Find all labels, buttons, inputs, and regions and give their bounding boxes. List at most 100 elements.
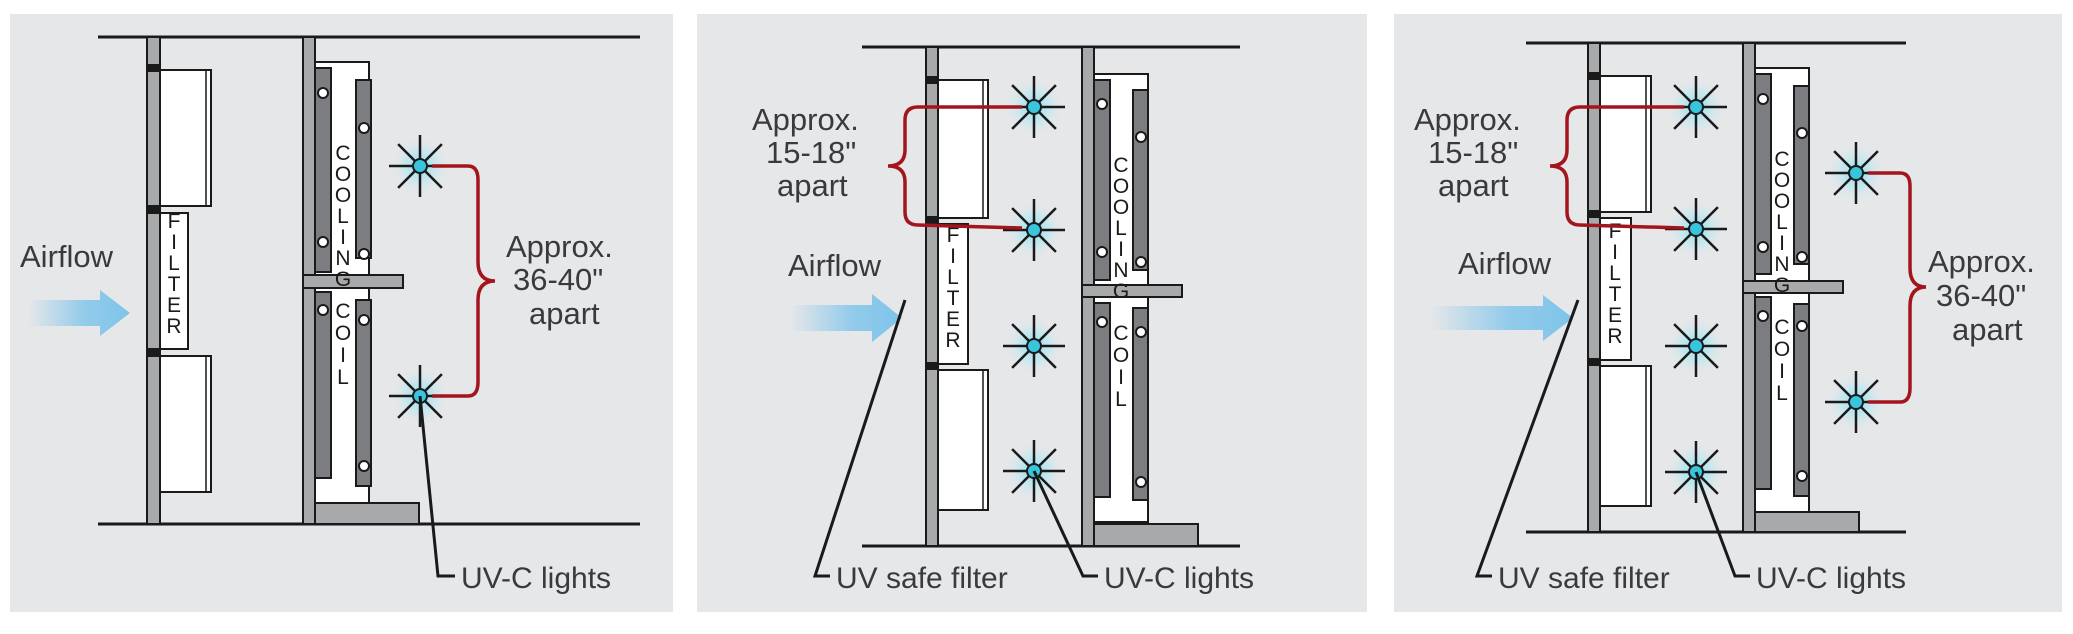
uv-light-bulb (412, 158, 428, 174)
filter-panel (937, 79, 989, 219)
uv-filter-label: UV safe filter (836, 562, 1008, 595)
airflow-arrow (28, 290, 130, 336)
coil-bolt (317, 236, 329, 248)
distance-label-line3: apart (529, 296, 600, 331)
uv-light (1003, 315, 1065, 377)
uv-filter-leader (812, 299, 907, 578)
drain-pipe (302, 274, 404, 289)
uv-light-bulb (1688, 221, 1704, 237)
filter-panel (1599, 217, 1632, 361)
uv-light (1825, 371, 1887, 433)
distance-bracket (1549, 105, 1685, 230)
uv-light (1825, 142, 1887, 204)
filter-clip (926, 216, 938, 224)
coil-bolt (1796, 251, 1808, 263)
distance-label-line3: apart (1952, 312, 2023, 347)
filter-panel (937, 223, 969, 365)
coil-slab-right (1132, 89, 1149, 271)
coil-slab-left (1754, 296, 1772, 490)
uv-lights-label: UV-C lights (461, 562, 611, 595)
coil-bolt (1096, 246, 1108, 258)
coil-slab-left (1093, 302, 1111, 498)
distance-label-line3: apart (777, 168, 848, 203)
filter-clip (147, 205, 160, 214)
distance-label-line2: 15-18" (766, 135, 856, 170)
coil-bolt (1135, 131, 1147, 143)
filter-panel (937, 369, 989, 511)
coil-bolt (358, 122, 370, 134)
distance-label-line1: Approx. (506, 229, 613, 264)
uv-light-bulb (1848, 165, 1864, 181)
coil-bolt (1796, 127, 1808, 139)
coil-bolt (1096, 316, 1108, 328)
uv-lights-label: UV-C lights (1756, 562, 1906, 595)
filter-clip (1588, 72, 1600, 80)
coil-bolt (1135, 256, 1147, 268)
distance-bracket (432, 164, 496, 398)
coil-bolt (358, 460, 370, 472)
coil-bolt (1796, 470, 1808, 482)
coil-bolt (358, 314, 370, 326)
filter-clip (926, 362, 938, 370)
drain-pipe (1081, 284, 1183, 298)
coil-slab-right (355, 79, 372, 259)
filter-clip (1588, 358, 1600, 366)
distance-label-line2: 36-40" (1936, 278, 2026, 313)
filter-clip (147, 348, 160, 357)
uv-light (1665, 198, 1727, 260)
filter-panel (159, 69, 212, 207)
coil-bolt (317, 87, 329, 99)
coil-bolt (1796, 320, 1808, 332)
coil-bolt (1135, 326, 1147, 338)
uv-light (1003, 199, 1065, 261)
uv-light-bulb (1688, 99, 1704, 115)
drain-pan (314, 502, 420, 525)
distance-label-line1: Approx. (1414, 102, 1521, 137)
filter-clip (926, 76, 938, 84)
coil-slab-right (1793, 303, 1810, 497)
drain-pan (1754, 511, 1860, 533)
uv-lights-label: UV-C lights (1104, 562, 1254, 595)
filter-panel (159, 355, 212, 493)
filter-panel (159, 212, 189, 350)
uv-lights-leader (418, 395, 455, 578)
filter-frame (925, 46, 939, 547)
coil-bolt (1757, 241, 1769, 253)
uv-light-bulb (1688, 338, 1704, 354)
airflow-label: Airflow (1458, 246, 1552, 281)
distance-bracket (1868, 171, 1927, 404)
airflow-label: Airflow (20, 239, 114, 274)
filter-frame (1587, 42, 1601, 533)
filter-clip (147, 64, 160, 72)
airflow-arrow (790, 294, 902, 342)
uv-filter-leader (1474, 299, 1580, 578)
coil-bolt (358, 248, 370, 260)
coil-slab-left (1754, 73, 1772, 275)
airflow-label: Airflow (788, 248, 882, 283)
uv-light (389, 135, 451, 197)
coil-bolt (1757, 310, 1769, 322)
coil-bolt (1135, 476, 1147, 488)
distance-label-line3: apart (1438, 168, 1509, 203)
uv-light (1665, 315, 1727, 377)
distance-label-line2: 15-18" (1428, 135, 1518, 170)
coil-slab-right (355, 299, 372, 487)
distance-label-line1: Approx. (1928, 244, 2035, 279)
filter-frame (146, 36, 161, 525)
coil-bolt (1757, 93, 1769, 105)
distance-label-line2: 36-40" (513, 262, 603, 297)
filter-clip (1588, 210, 1600, 218)
uv-light-bulb (1026, 338, 1042, 354)
